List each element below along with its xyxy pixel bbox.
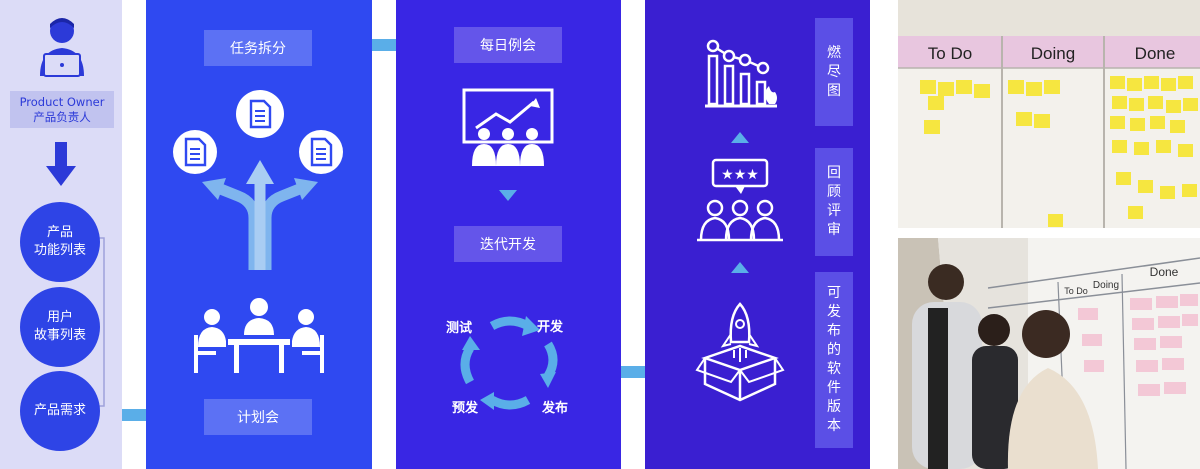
product-owner-icon: [40, 18, 84, 77]
team-board-photo: To Do Doing Done: [898, 238, 1200, 469]
planning-meeting-label: 计划会: [204, 399, 312, 435]
split-arrows-icon: [202, 160, 318, 270]
product-owner-title-zh: 产品负责人: [33, 109, 91, 124]
burndown-label: 燃尽图: [815, 18, 853, 126]
cycle-test: 测试: [446, 321, 473, 336]
product-owner-panel: Product Owner 产品负责人 产品 功能列表 用户 故事列表 产品需求: [0, 0, 122, 469]
user-story-list: 用户 故事列表: [20, 287, 100, 367]
product-feature-list: 产品 功能列表: [20, 202, 100, 282]
cycle-pre-release: 预发: [452, 401, 479, 416]
kanban-todo-header: To Do: [928, 44, 972, 63]
release-panel: ★★★ 燃尽图 回顾评审 可发布的软件版本: [645, 0, 870, 469]
team-board-image: To Do Doing Done: [898, 238, 1200, 469]
document-icon: [236, 90, 284, 138]
burndown-chart-icon: [705, 39, 777, 108]
releasable-software-label: 可发布的软件版本: [815, 272, 853, 448]
planning-panel: 任务拆分: [146, 0, 372, 469]
up-triangle-icon: [731, 132, 749, 143]
cycle-arrows-icon: [460, 316, 558, 410]
product-owner-title-en: Product Owner: [19, 94, 105, 109]
team-todo-header: To Do: [1064, 286, 1088, 296]
product-requirements: 产品需求: [20, 371, 100, 451]
kanban-doing-header: Doing: [1031, 44, 1075, 63]
cycle-release: 发布: [542, 401, 569, 416]
bracket-line: [96, 237, 105, 407]
down-arrow-icon: [46, 142, 76, 186]
down-triangle-icon: [499, 190, 517, 201]
presentation-icon: [462, 88, 554, 166]
up-triangle-icon: [731, 262, 749, 273]
daily-panel: 每日例会 迭代开发 开发 发布 预发 测试: [396, 0, 621, 469]
kanban-done-header: Done: [1135, 44, 1176, 63]
daily-standup-label: 每日例会: [454, 27, 562, 63]
review-team-icon: ★★★: [697, 158, 783, 242]
kanban-board-photo: To Do Doing Done: [898, 0, 1200, 228]
team-doing-header: Doing: [1093, 280, 1119, 291]
svg-text:★★★: ★★★: [721, 167, 759, 183]
meeting-table-icon: [194, 298, 324, 373]
iteration-development-label: 迭代开发: [454, 226, 562, 262]
rocket-box-icon: [695, 302, 785, 402]
task-split-label: 任务拆分: [204, 30, 312, 66]
document-icon: [173, 130, 217, 174]
cycle-develop: 开发: [537, 320, 564, 335]
kanban-board-image: To Do Doing Done: [898, 0, 1200, 228]
review-label: 回顾评审: [815, 148, 853, 256]
product-owner-label: Product Owner 产品负责人: [10, 91, 114, 128]
team-done-header: Done: [1150, 265, 1179, 279]
document-icon: [299, 130, 343, 174]
